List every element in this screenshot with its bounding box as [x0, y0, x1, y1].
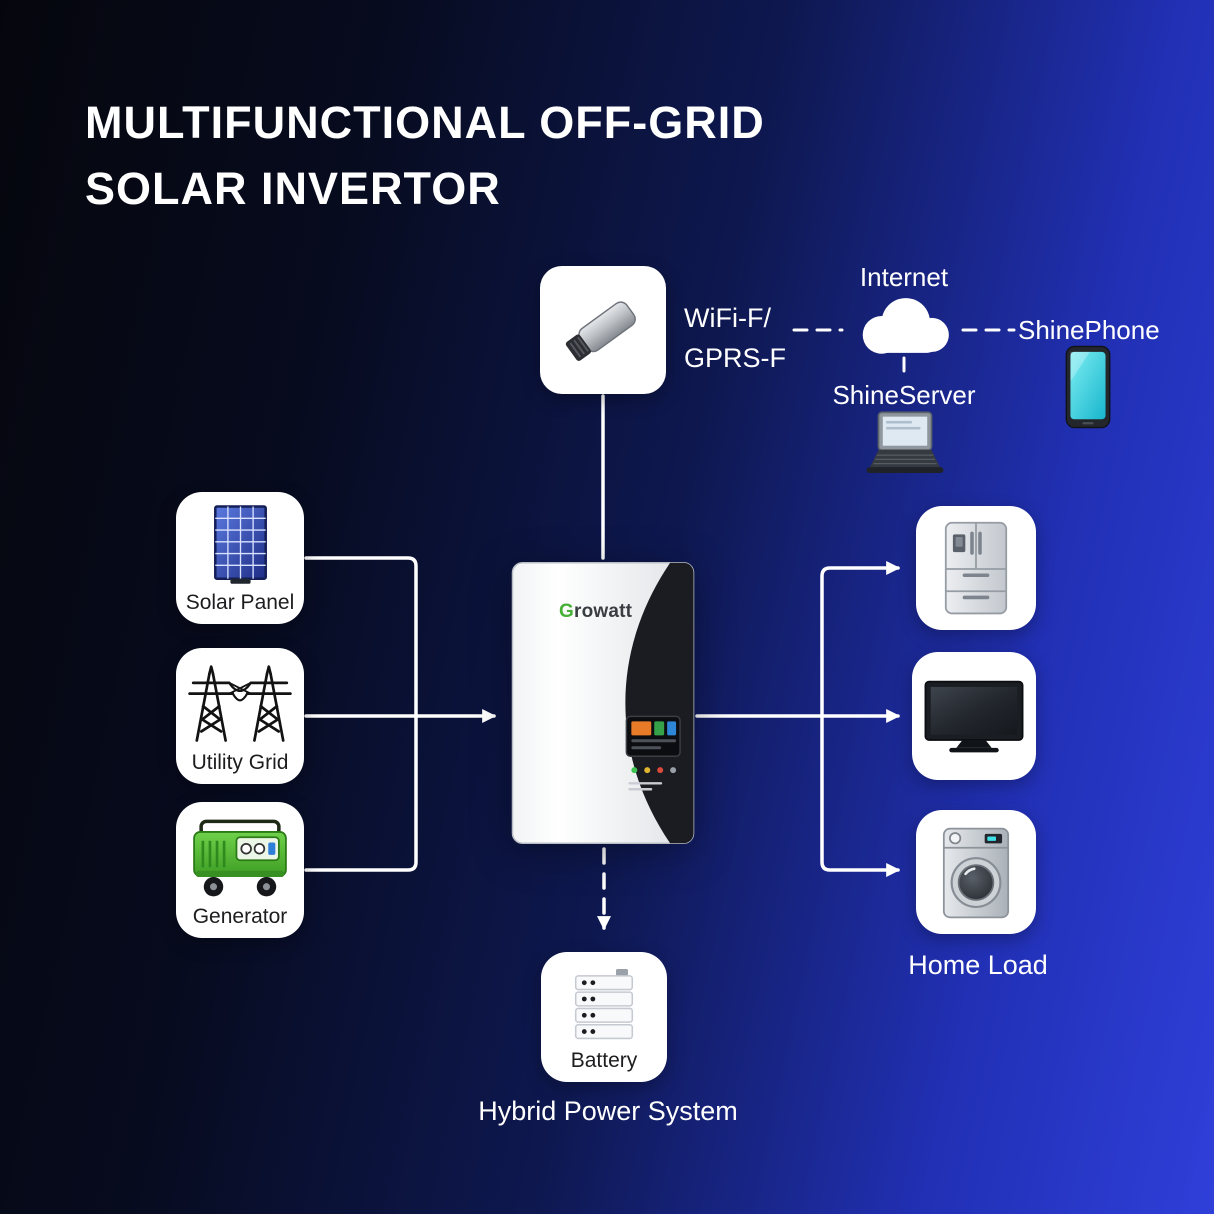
hybrid-power-system-label: Hybrid Power System	[478, 1096, 738, 1126]
internet-label: Internet	[859, 262, 949, 292]
solar-panel-icon	[180, 502, 300, 589]
wifi-module-label: WiFi-F/ GPRS-F	[684, 298, 786, 378]
television-card	[912, 652, 1036, 780]
solar-panel-card: Solar Panel	[176, 492, 304, 624]
connector-solar-to-bus	[304, 556, 418, 718]
utility-grid-card: Utility Grid	[176, 648, 304, 784]
television-icon	[916, 662, 1032, 771]
page-title: MULTIFUNCTIONAL OFF-GRID SOLAR INVERTOR	[85, 90, 765, 222]
generator-icon	[180, 812, 300, 903]
refrigerator-icon	[920, 516, 1032, 621]
connector-bus-to-washer	[820, 714, 901, 877]
transmission-towers-icon	[180, 658, 300, 749]
refrigerator-card	[916, 506, 1036, 630]
generator-label: Generator	[192, 905, 288, 928]
washing-machine-card	[916, 810, 1036, 934]
connector-bus-to-fridge	[820, 561, 901, 718]
cloud-icon	[862, 298, 949, 354]
inverter: Growatt	[511, 561, 695, 845]
usb-wifi-dongle-icon	[544, 276, 662, 385]
battery-label: Battery	[570, 1049, 638, 1072]
battery-stack-icon	[545, 962, 663, 1047]
utility-grid-label: Utility Grid	[191, 751, 289, 774]
growatt-logo: Growatt	[559, 601, 632, 623]
laptop-icon	[866, 411, 944, 474]
growatt-logo-g: G	[559, 601, 574, 622]
connector-generator-to-bus	[304, 714, 418, 872]
wifi-label-line-1: WiFi-F/	[684, 303, 771, 333]
solar-panel-label: Solar Panel	[185, 591, 295, 614]
home-load-label: Home Load	[908, 950, 1048, 980]
wifi-label-line-2: GPRS-F	[684, 343, 787, 373]
title-line-2: SOLAR INVERTOR	[85, 163, 501, 214]
shineserver-label: ShineServer	[832, 380, 976, 410]
wifi-module-card	[540, 266, 666, 394]
generator-card: Generator	[176, 802, 304, 938]
washing-machine-icon	[920, 820, 1032, 925]
battery-card: Battery	[541, 952, 667, 1082]
inverter-body	[511, 562, 695, 844]
growatt-logo-rest: rowatt	[573, 601, 633, 622]
shinephone-label: ShinePhone	[1018, 315, 1160, 345]
smartphone-icon	[1065, 345, 1111, 429]
title-line-1: MULTIFUNCTIONAL OFF-GRID	[85, 97, 765, 148]
